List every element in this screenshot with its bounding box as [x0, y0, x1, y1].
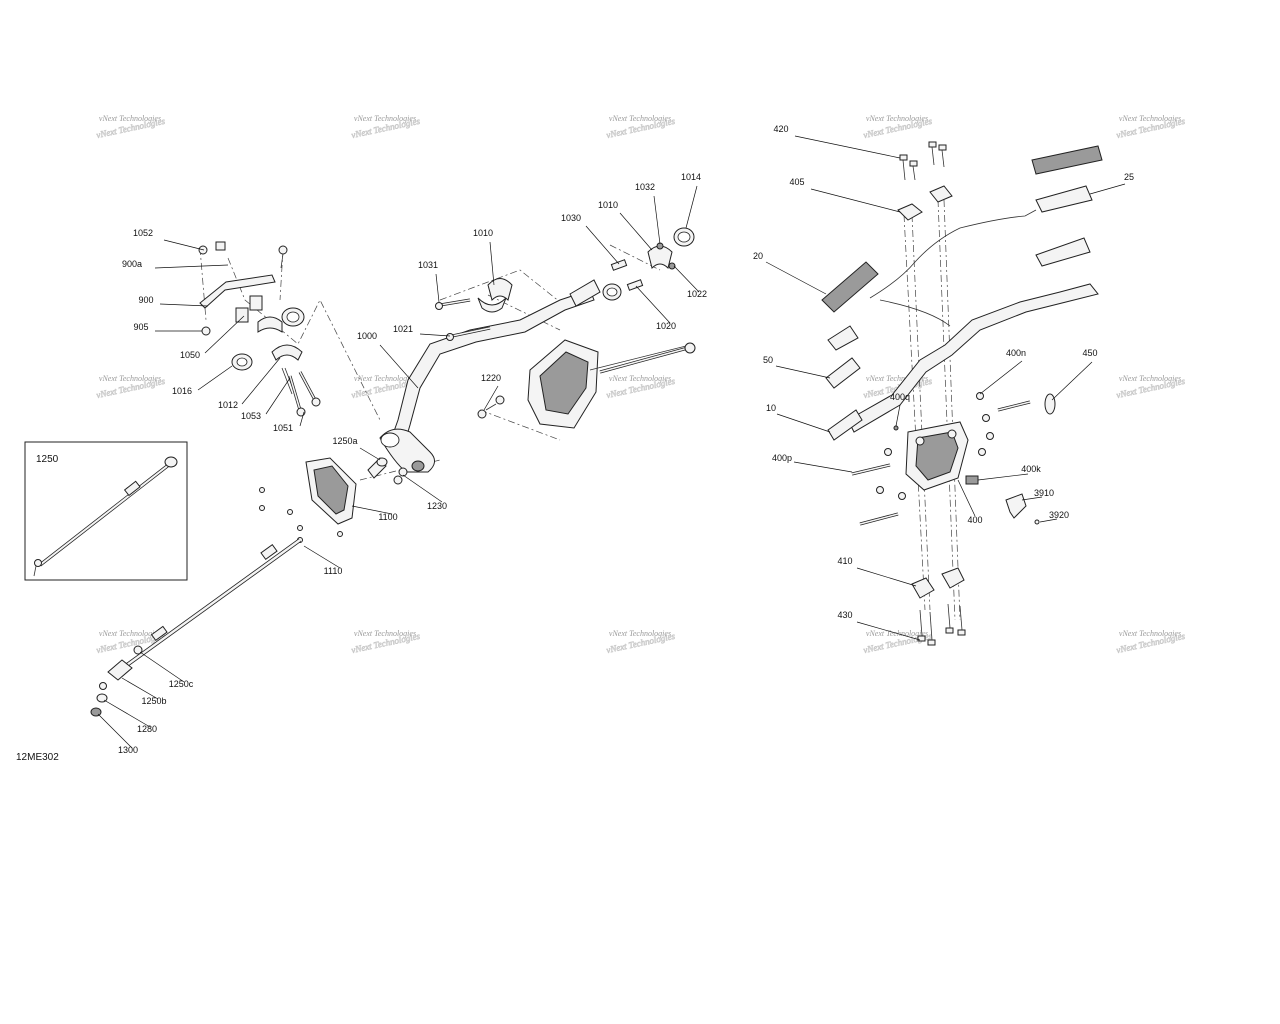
callout-labels: 1052900a90090510501016101210531051103110… — [118, 124, 1134, 755]
callout-label: 1010 — [598, 200, 618, 210]
watermark-text: vNext Technologies — [1119, 374, 1181, 383]
watermark-text: vNext Technologies — [99, 114, 161, 123]
callout-label: 10 — [766, 403, 776, 413]
callout-label: 1031 — [418, 260, 438, 270]
callout-label: 410 — [837, 556, 852, 566]
callout-label: 1280 — [137, 724, 157, 734]
callout-label: 1050 — [180, 350, 200, 360]
callout-label: 400n — [1006, 348, 1026, 358]
callout-label: 1010 — [473, 228, 493, 238]
callout-label: 1250b — [141, 696, 166, 706]
callout-label: 1030 — [561, 213, 581, 223]
callout-label: 400q — [890, 392, 910, 402]
watermark-text: vNext Technologies — [354, 374, 416, 383]
callout-label: 1032 — [635, 182, 655, 192]
inset-box — [24, 441, 188, 581]
watermark-text: vNext Technologies — [99, 374, 161, 383]
callout-label: 1016 — [172, 386, 192, 396]
callout-label: 1110 — [324, 566, 343, 576]
watermark-text: vNext Technologies — [354, 114, 416, 123]
watermark-text: vNext Technologies — [1119, 629, 1181, 638]
callout-label: 450 — [1082, 348, 1097, 358]
callout-label: 50 — [763, 355, 773, 365]
callout-label: 1230 — [427, 501, 447, 511]
watermark-text: vNext Technologies — [609, 374, 671, 383]
callout-label: 400 — [967, 515, 982, 525]
handlebar-assembly — [821, 141, 1103, 646]
callout-label: 3920 — [1049, 510, 1069, 520]
callout-label: 420 — [773, 124, 788, 134]
callout-label: 1012 — [218, 400, 238, 410]
callout-label: 3910 — [1034, 488, 1054, 498]
callout-label: 1053 — [241, 411, 261, 421]
callout-label: 900 — [138, 295, 153, 305]
callout-label: 900a — [122, 259, 142, 269]
callout-label: 400p — [772, 453, 792, 463]
leader-lines — [97, 135, 1126, 749]
callout-label: 1052 — [133, 228, 153, 238]
callout-label: 1300 — [118, 745, 138, 755]
callout-label: 1100 — [378, 512, 397, 522]
watermark-text: vNext Technologies — [866, 374, 928, 383]
inset-title: 1250 — [36, 454, 59, 465]
callout-label: 25 — [1124, 172, 1134, 182]
bolts-420 — [899, 141, 947, 181]
watermark-text: vNext Technologies — [609, 629, 671, 638]
callout-label: 400k — [1021, 464, 1041, 474]
callout-label: 1000 — [357, 331, 377, 341]
diagram-code: 12ME302 — [16, 752, 59, 763]
watermark-text: vNext Technologies — [99, 629, 161, 638]
inset-tie-rod — [33, 456, 178, 577]
watermark-text: vNext Technologies — [866, 114, 928, 123]
callout-label: 20 — [753, 251, 763, 261]
callout-label: 405 — [789, 177, 804, 187]
callout-label: 1014 — [681, 172, 701, 182]
callout-label: 1022 — [687, 289, 707, 299]
callout-label: 430 — [837, 610, 852, 620]
watermark-text: vNext Technologies — [609, 114, 671, 123]
callout-label: 905 — [133, 322, 148, 332]
callout-label: 1020 — [656, 321, 676, 331]
callout-label: 1220 — [481, 373, 501, 383]
watermark-text: vNext Technologies — [1119, 114, 1181, 123]
watermark-text: vNext Technologies — [354, 629, 416, 638]
steering-column-assembly: 1250 — [24, 227, 696, 717]
callout-label: 1250a — [332, 436, 357, 446]
callout-label: 1021 — [393, 324, 413, 334]
callout-label: 1250c — [169, 679, 194, 689]
callout-label: 1051 — [273, 423, 293, 433]
